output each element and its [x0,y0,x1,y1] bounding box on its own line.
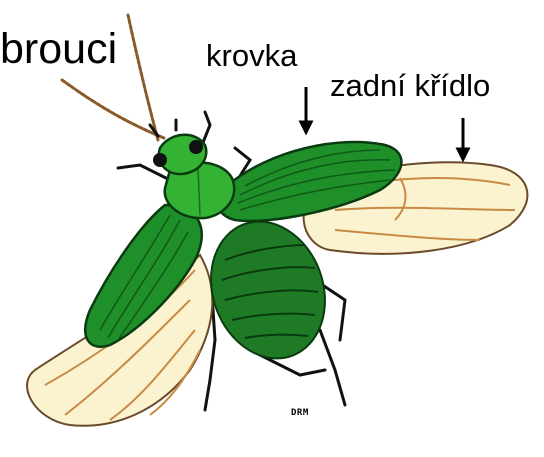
head [150,120,206,174]
artist-signature: DRM [291,409,309,418]
diagram-title: brouci [0,28,117,71]
elytron-label: krovka [206,40,297,71]
hind-wing-label: zadní křídlo [330,70,490,101]
